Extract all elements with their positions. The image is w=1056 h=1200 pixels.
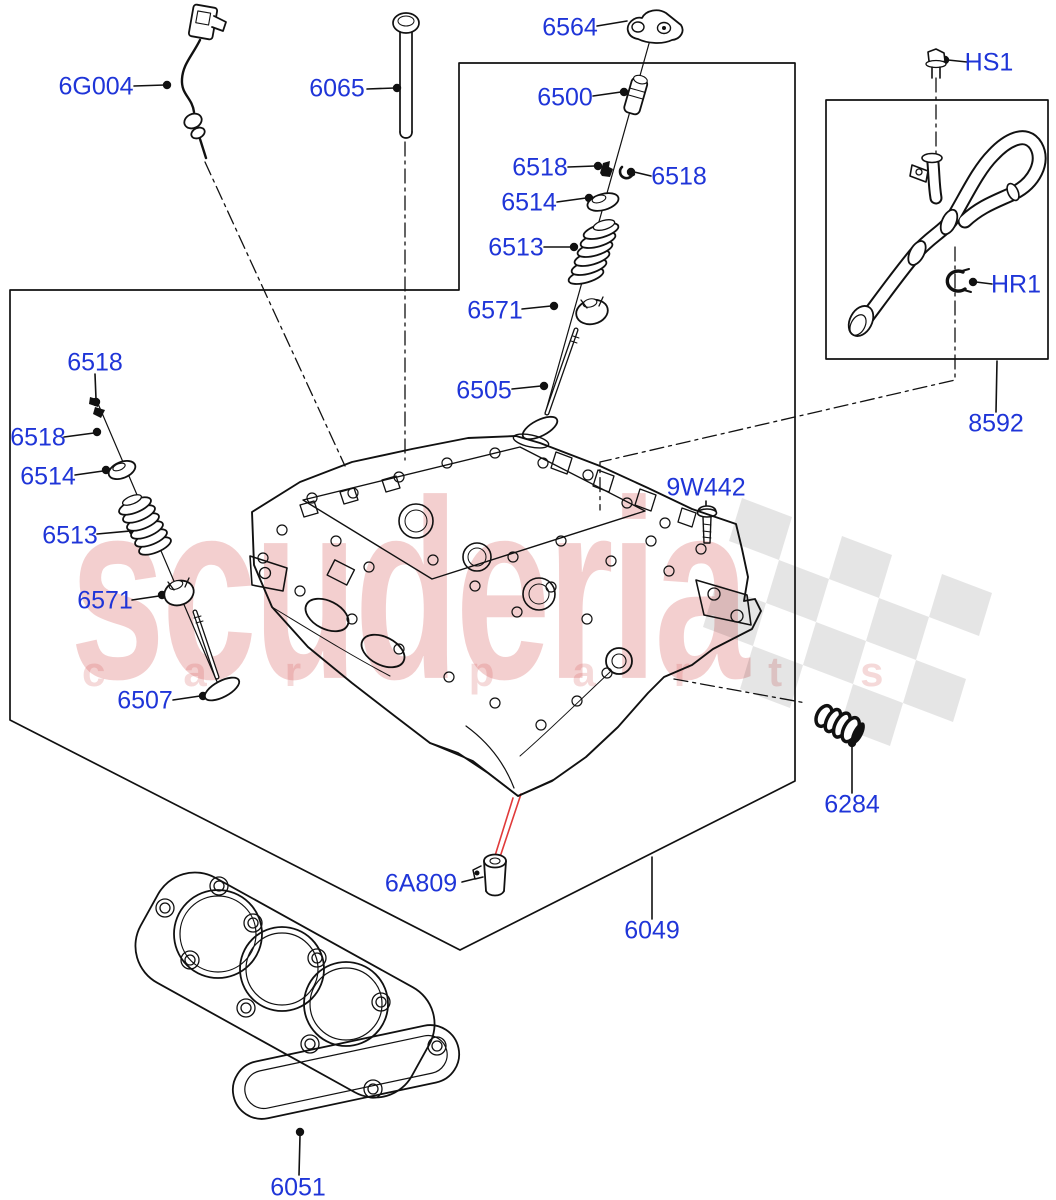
solenoid-drawing [814,703,865,745]
part-label[interactable]: HR1 [990,270,1042,299]
part-label[interactable]: 6513 [42,521,98,550]
red-leader [493,793,522,860]
part-label[interactable]: 9W442 [666,473,746,502]
part-label[interactable]: 6518 [67,348,123,377]
cylinder-head-drawing [249,433,762,797]
hose-kit-box [825,99,1049,360]
reference-leaders [204,77,956,704]
valve-spring-drawing [567,219,620,285]
spring-retainer-drawing [586,192,620,212]
valve-keys-drawing [600,161,636,180]
part-label[interactable]: 8592 [968,409,1024,438]
part-label[interactable]: 6518 [512,153,568,182]
part-label[interactable]: 6505 [456,376,512,405]
part-label[interactable]: 6571 [467,296,523,325]
valve-seal-left-drawing [163,577,195,607]
part-label[interactable]: 6G004 [58,72,134,101]
part-label[interactable]: 6513 [488,233,544,262]
spring-retainer-left-drawing [107,460,137,480]
head-bolt-drawing [392,12,420,139]
part-label[interactable]: 6518 [10,423,66,452]
part-label[interactable]: 6507 [117,686,173,715]
part-label[interactable]: 6514 [20,462,76,491]
part-label[interactable]: HS1 [964,48,1014,77]
part-label[interactable]: 6571 [77,586,133,615]
part-label[interactable]: 6051 [270,1173,326,1200]
group-outline [9,62,1049,951]
label-leaders [63,20,998,1176]
hs1-bolt-drawing [925,48,947,79]
dowel-drawing [472,853,507,897]
part-label[interactable]: 6049 [624,916,680,945]
part-label[interactable]: 6284 [824,790,880,819]
head-gasket-drawing [134,871,461,1120]
part-label[interactable]: 6065 [309,74,365,103]
lash-adjuster-drawing [623,74,649,116]
valve-spring-left-drawing [118,494,172,556]
sensor-drawing [180,3,227,160]
rocker-arm-drawing [626,9,684,44]
part-label[interactable]: 6A809 [384,869,458,898]
part-label[interactable]: 6518 [651,162,707,191]
valve-drawing [521,327,580,441]
hr1-clamp-drawing [945,268,972,293]
hose-drawing [847,130,1047,337]
part-label[interactable]: 6564 [542,13,598,42]
valve-left-drawing [192,609,241,702]
part-label[interactable]: 6500 [537,83,593,112]
part-label[interactable]: 6514 [501,188,557,217]
valve-seal-drawing [575,296,609,326]
valve-keys-left-drawing [89,397,105,418]
